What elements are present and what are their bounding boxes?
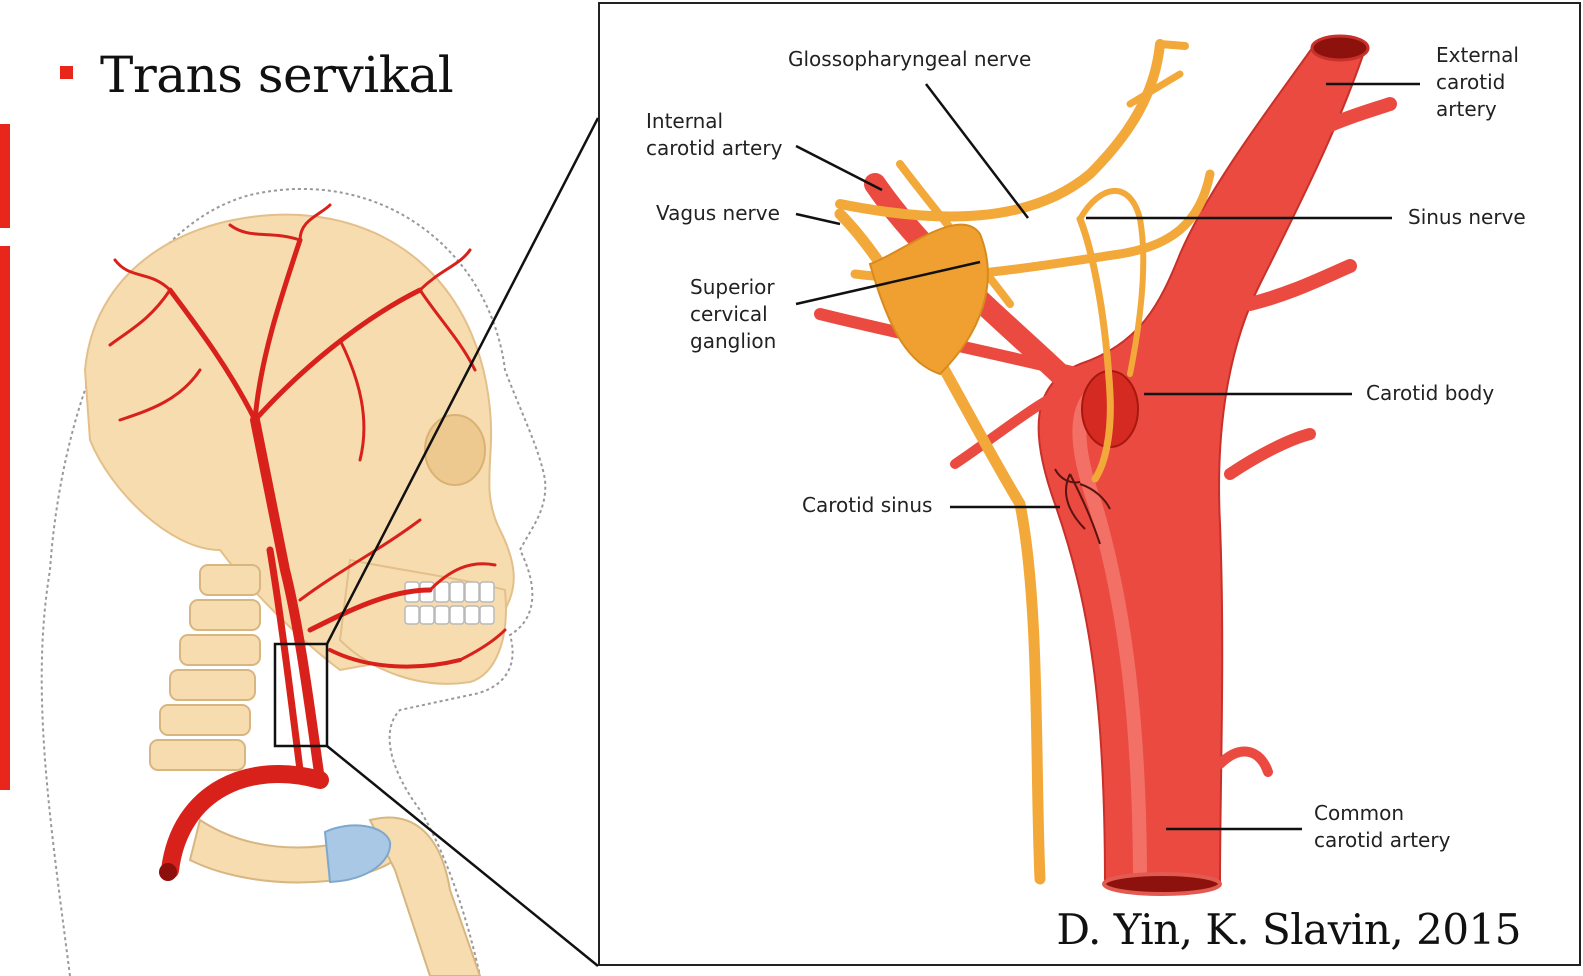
aorta-end xyxy=(159,863,177,881)
label-external-carotid-artery: External carotid artery xyxy=(1436,42,1519,123)
cervical-spine xyxy=(150,565,260,770)
carotid-detail-panel: Glossopharyngeal nerve Internal carotid … xyxy=(598,2,1581,966)
label-vagus-nerve: Vagus nerve xyxy=(656,200,780,227)
external-carotid-opening xyxy=(1312,36,1368,60)
label-glossopharyngeal-nerve: Glossopharyngeal nerve xyxy=(788,46,1031,73)
orbit xyxy=(425,415,485,485)
label-sinus-nerve: Sinus nerve xyxy=(1408,204,1526,231)
label-carotid-sinus: Carotid sinus xyxy=(802,492,932,519)
head-neck-illustration xyxy=(0,170,600,976)
slide-title: Trans servikal xyxy=(100,46,453,104)
common-carotid-opening xyxy=(1104,874,1220,894)
label-superior-cervical-ganglion: Superior cervical ganglion xyxy=(690,274,776,355)
shoulder-joint xyxy=(325,825,390,882)
citation: D. Yin, K. Slavin, 2015 xyxy=(1056,905,1521,954)
bullet-icon xyxy=(60,66,73,79)
label-carotid-body: Carotid body xyxy=(1366,380,1494,407)
label-internal-carotid-artery: Internal carotid artery xyxy=(646,108,782,162)
label-common-carotid-artery: Common carotid artery xyxy=(1314,800,1450,854)
